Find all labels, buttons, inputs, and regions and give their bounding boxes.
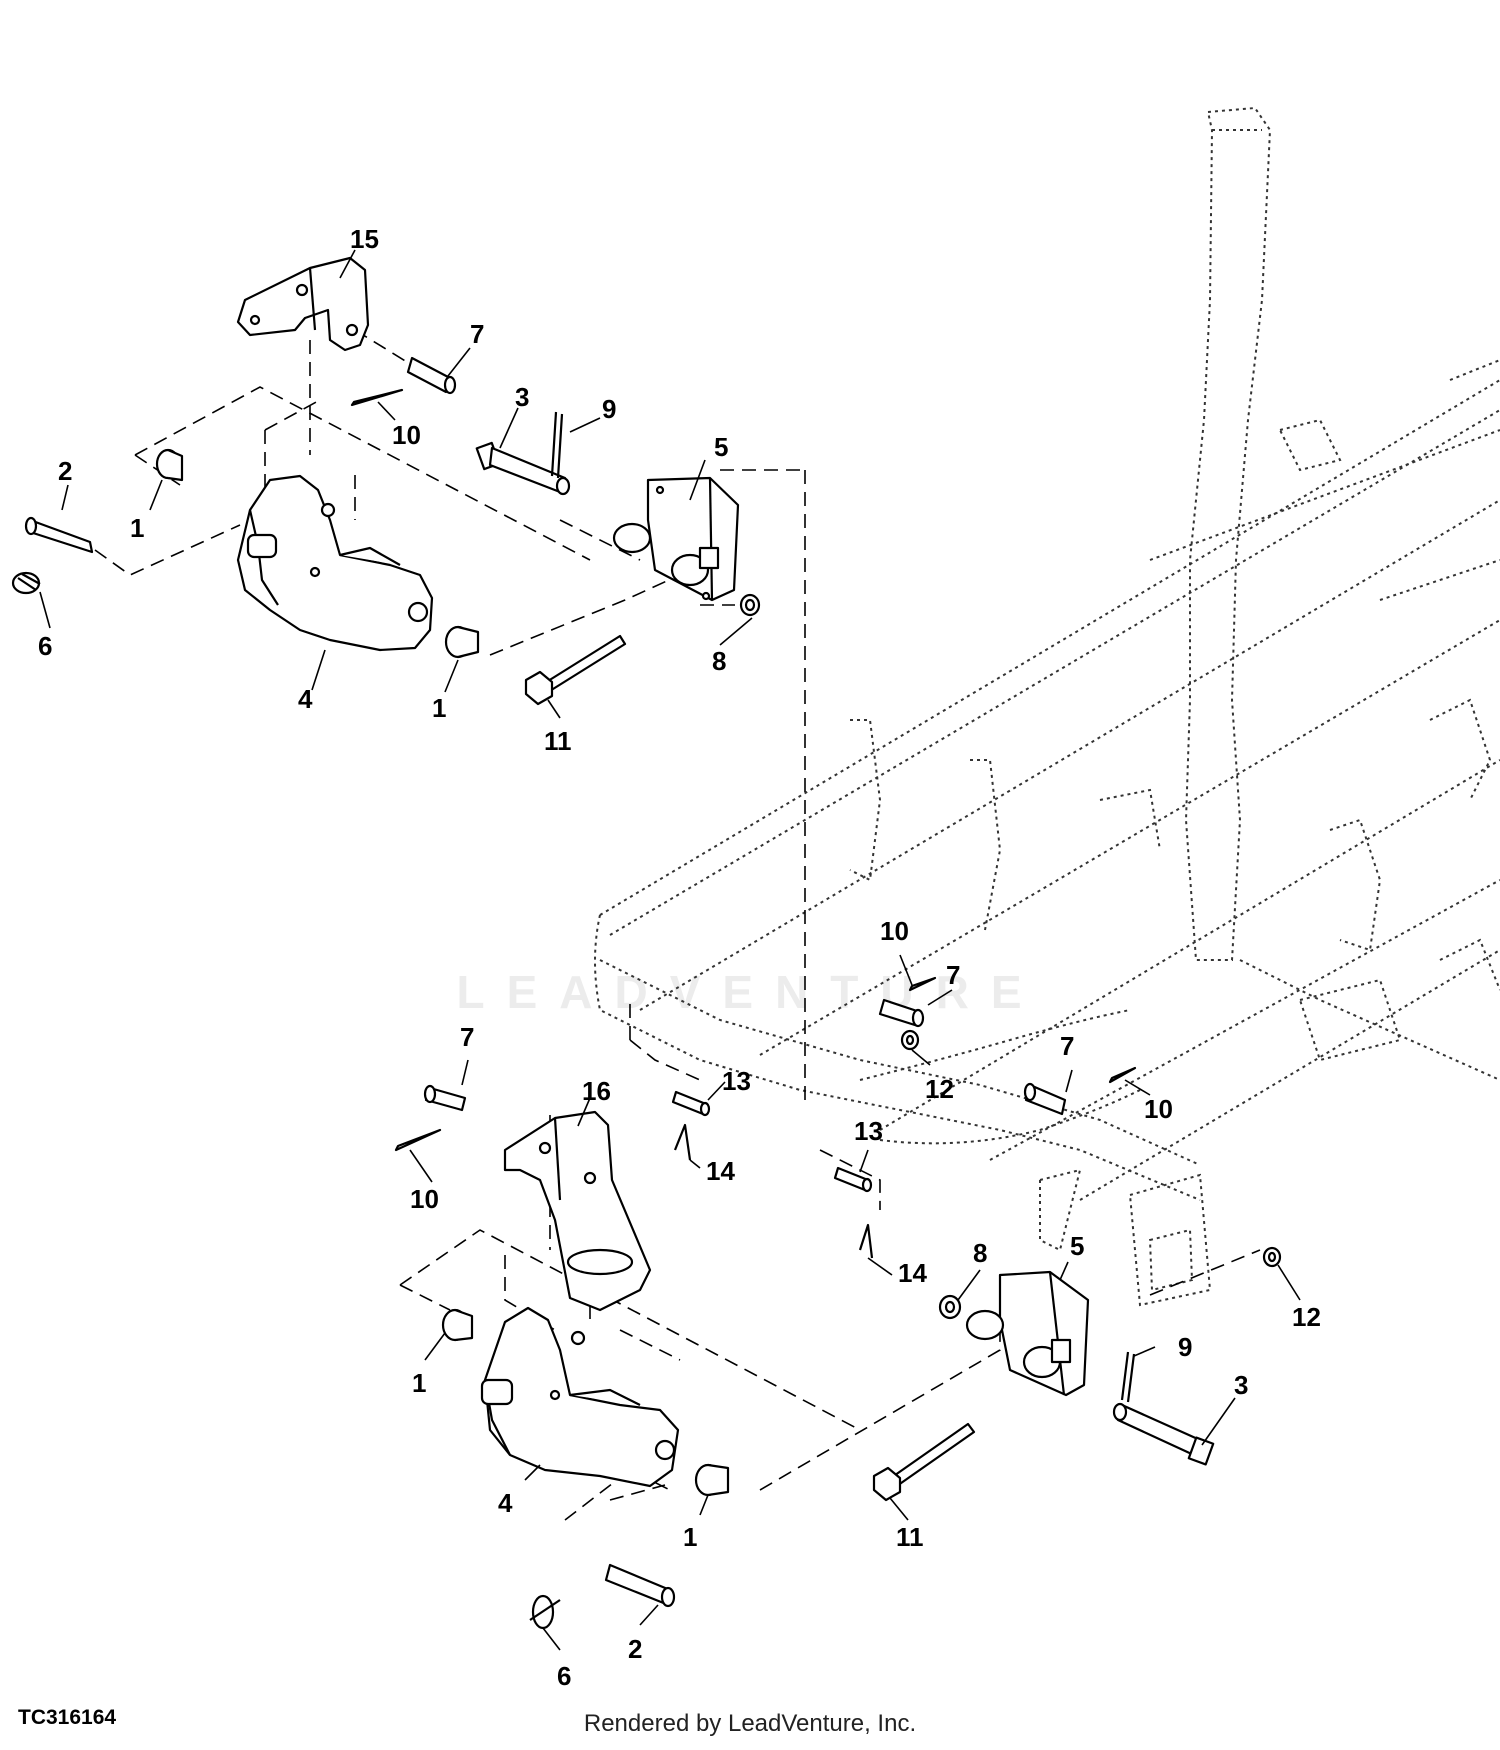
callout-13: 13: [722, 1066, 751, 1096]
hitch-plate-5-lower: [965, 1270, 1090, 1397]
callout-4: 4: [298, 684, 313, 714]
callout-2: 2: [628, 1634, 642, 1664]
hitch-plate-5-upper: [612, 476, 740, 602]
callout-1: 1: [683, 1522, 697, 1552]
hitch-pin-3-lower: [1112, 1402, 1215, 1466]
clevis-pin-7-mid: [878, 998, 925, 1028]
parts-lower: [394, 976, 1282, 1630]
callout-16: 16: [582, 1076, 611, 1106]
callout-10: 10: [880, 916, 909, 946]
callout-15: 15: [350, 224, 379, 254]
washer-8-upper: [739, 593, 761, 617]
callout-7: 7: [470, 319, 484, 349]
callout-7: 7: [460, 1022, 474, 1052]
nut-12-mid: [900, 1029, 920, 1051]
callout-11: 11: [896, 1522, 924, 1552]
watermark: LEADVENTURE: [456, 966, 1044, 1018]
callout-1: 1: [412, 1368, 426, 1398]
callout-labels: 15 7 3 9 10 5 2 1 6 8 4 1 11 10 7 12 7 1…: [38, 224, 1321, 1691]
callout-4: 4: [498, 1488, 513, 1518]
bracket-16: [503, 1110, 652, 1312]
nut-12-right: [1262, 1246, 1282, 1268]
callout-11: 11: [544, 726, 572, 756]
bolt-11-lower: [872, 1422, 976, 1502]
hitch-casting-4-lower: [480, 1306, 680, 1488]
callout-9: 9: [602, 394, 616, 424]
callout-5: 5: [1070, 1231, 1084, 1261]
washer-8-lower: [938, 1294, 962, 1320]
clevis-pin-7-right: [1023, 1082, 1067, 1116]
spring-pin-9-upper: [550, 411, 564, 479]
render-credit: Rendered by LeadVenture, Inc.: [583, 1710, 917, 1737]
clevis-pin-2-lower: [604, 1563, 676, 1608]
hairpin-14-b: [858, 1223, 874, 1259]
callout-7: 7: [1060, 1031, 1074, 1061]
figure-reference: TC316164: [18, 1706, 117, 1729]
callout-14: 14: [706, 1156, 735, 1186]
spring-pin-9-lower: [1120, 1351, 1136, 1403]
callout-10: 10: [1144, 1094, 1173, 1124]
cotter-10-lower-a: [394, 1128, 442, 1152]
clevis-pin-7-upper: [406, 356, 457, 395]
callout-6: 6: [557, 1661, 571, 1691]
hitch-casting-4-upper: [236, 474, 434, 652]
pin-13-a: [671, 1090, 711, 1117]
hairpin-14-a: [673, 1123, 692, 1161]
cotter-10-upper: [350, 388, 404, 407]
callout-5: 5: [714, 432, 728, 462]
callout-14: 14: [898, 1258, 927, 1288]
lynch-pin-6-upper: [11, 571, 41, 595]
callout-3: 3: [1234, 1370, 1248, 1400]
cotter-10-mid: [908, 976, 937, 992]
bushing-1-lower-b: [694, 1463, 730, 1497]
hitch-pin-3-upper: [475, 441, 571, 496]
mower-frame: [594, 106, 1500, 1307]
pin-13-b: [833, 1166, 873, 1193]
callout-7: 7: [946, 960, 960, 990]
lynch-pin-6-lower: [529, 1594, 561, 1630]
callout-1: 1: [130, 513, 144, 543]
cotter-10-right: [1108, 1066, 1137, 1084]
bushing-1-upper-a: [155, 448, 184, 482]
parts-upper: [11, 256, 761, 706]
callout-12: 12: [925, 1074, 954, 1104]
callout-10: 10: [392, 420, 421, 450]
callout-2: 2: [58, 456, 72, 486]
clevis-pin-7-lower-a: [423, 1084, 467, 1112]
bracket-15: [236, 256, 370, 352]
bolt-11-upper: [524, 634, 627, 706]
bushing-1-upper-b: [444, 625, 480, 659]
clevis-pin-2-upper: [24, 516, 94, 554]
bushing-1-lower-a: [441, 1308, 474, 1342]
callout-8: 8: [973, 1238, 987, 1268]
callout-1: 1: [432, 693, 446, 723]
callout-3: 3: [515, 382, 529, 412]
callout-8: 8: [712, 646, 726, 676]
callout-9: 9: [1178, 1332, 1192, 1362]
callout-10: 10: [410, 1184, 439, 1214]
leader-lines: [39, 249, 1301, 1651]
callout-12: 12: [1292, 1302, 1321, 1332]
callout-13: 13: [854, 1116, 883, 1146]
callout-6: 6: [38, 631, 52, 661]
